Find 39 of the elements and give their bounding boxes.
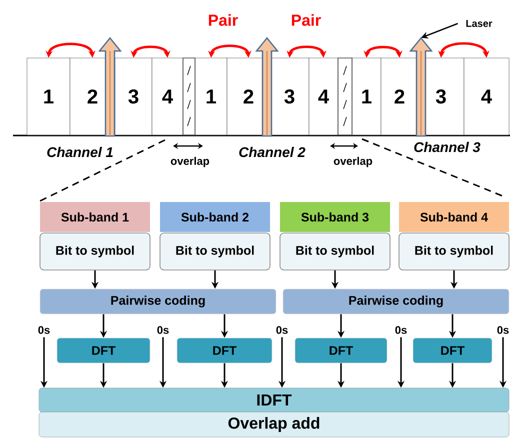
sub-band-cell: 4 — [464, 58, 510, 136]
sub-band-cell: 3 — [114, 58, 152, 136]
idft-box: IDFT — [38, 388, 510, 412]
pairwise-coding-box: Pairwise coding — [40, 288, 276, 314]
laser-symbol — [409, 36, 433, 137]
edge-label: Pair — [208, 14, 238, 26]
zero-padding-label: 0s — [157, 326, 169, 334]
zero-padding-label: 0s — [497, 326, 509, 334]
dft-box: DFT — [176, 338, 272, 364]
laser-label: Laser — [466, 20, 492, 27]
dft-box: DFT — [56, 338, 150, 364]
sub-band-cell: 3 — [270, 58, 310, 136]
channel-label: Channel 1 — [47, 146, 113, 158]
sub-band-header: Sub-band 3 — [280, 202, 390, 232]
pairwise-coding-box: Pairwise coding — [282, 288, 510, 314]
sub-band-cell: 1 — [26, 58, 70, 136]
overlap-region — [338, 58, 352, 136]
dft-box: DFT — [294, 338, 388, 364]
edge-label: Pair — [292, 14, 321, 26]
bit-to-symbol-box: Bit to symbol — [398, 232, 510, 270]
overlap-label: overlap — [170, 156, 210, 168]
overlap-add-box: Overlap add — [38, 412, 510, 438]
bit-to-symbol-box: Bit to symbol — [40, 232, 150, 270]
overlap-label: overlap — [334, 156, 372, 168]
laser-symbol — [255, 36, 279, 137]
zero-padding-label: 0s — [276, 326, 288, 334]
zero-padding-label: 0s — [38, 326, 50, 334]
dft-box: DFT — [412, 338, 492, 364]
zero-padding-label: 0s — [395, 326, 407, 334]
bit-to-symbol-box: Bit to symbol — [280, 232, 390, 270]
sub-band-header: Sub-band 1 — [40, 202, 150, 232]
sub-band-cell: 2 — [380, 58, 418, 136]
channel-label: Channel 3 — [414, 142, 480, 152]
bit-to-symbol-box: Bit to symbol — [160, 232, 270, 270]
laser-symbol — [98, 36, 122, 137]
sub-band-header: Sub-band 2 — [160, 202, 270, 232]
channel-label: Channel 2 — [239, 146, 306, 158]
sub-band-header: Sub-band 4 — [399, 202, 509, 232]
overlap-region — [182, 58, 196, 136]
